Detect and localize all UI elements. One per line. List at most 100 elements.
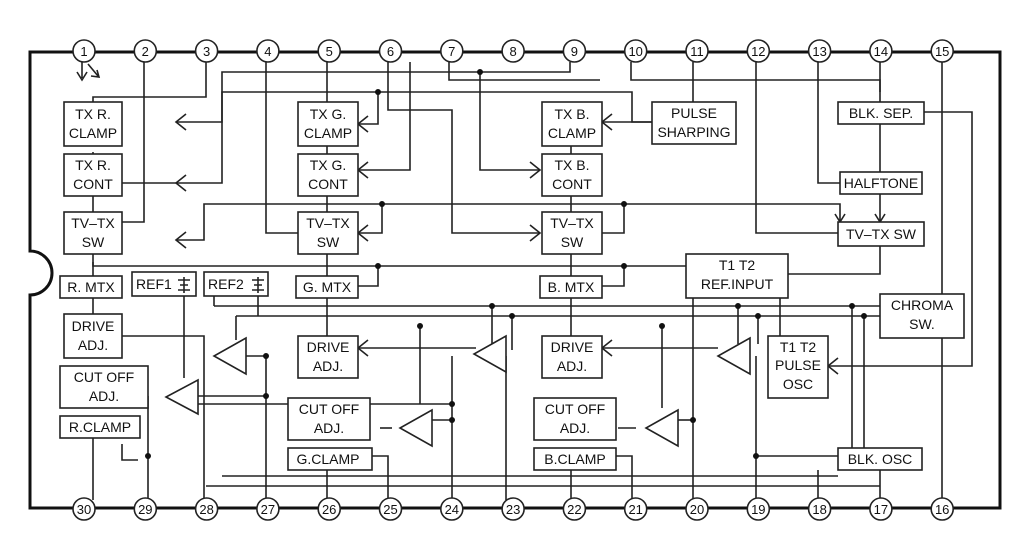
tx-r-clamp-block: TX R. CLAMP	[63, 101, 123, 147]
amp-r-cutoff	[164, 378, 199, 416]
svg-text:SW: SW	[82, 234, 105, 250]
svg-text:CLAMP: CLAMP	[548, 125, 596, 141]
svg-text:G. MTX: G. MTX	[303, 279, 352, 295]
cut-off-adj-b-block: CUT OFF ADJ.	[533, 397, 617, 441]
svg-text:HALFTONE: HALFTONE	[844, 175, 918, 191]
svg-text:TV–TX: TV–TX	[306, 215, 350, 231]
pin-circle	[807, 497, 832, 521]
arrow-right-icon	[529, 161, 542, 179]
pin-number: 14	[874, 44, 888, 59]
svg-text:B.CLAMP: B.CLAMP	[544, 451, 605, 467]
amp-b-cutoff	[644, 408, 679, 448]
pin-circle	[746, 39, 771, 63]
pin-circle	[133, 39, 158, 63]
pin-number: 30	[77, 502, 91, 517]
blocks: TX R. CLAMP TX R. CONT TV–TX SW R. MTX D…	[59, 101, 965, 471]
pin-number: 23	[506, 502, 520, 517]
bottom-pin-29: 29	[133, 497, 158, 521]
pulse-sharping-block: PULSE SHARPING	[651, 101, 737, 145]
pin-circle	[439, 497, 464, 521]
pin-circle	[562, 39, 587, 63]
top-pin-1: 1	[72, 39, 96, 63]
pin-circle	[501, 39, 525, 63]
top-pin-12: 12	[746, 39, 771, 63]
ref1-block: REF1	[131, 271, 197, 297]
b-mtx-block: B. MTX	[539, 275, 603, 299]
svg-text:ADJ.: ADJ.	[78, 337, 108, 353]
svg-text:TV–TX SW: TV–TX SW	[846, 226, 917, 242]
bottom-pin-23: 23	[501, 497, 525, 521]
top-pin-13: 13	[807, 39, 832, 63]
bottom-pin-28: 28	[194, 497, 219, 521]
pin-circle	[685, 39, 709, 63]
cut-off-adj-g-block: CUT OFF ADJ.	[287, 397, 371, 441]
pin-circle	[501, 497, 525, 521]
pin-number: 3	[203, 44, 210, 59]
pin-number: 17	[874, 502, 888, 517]
top-pin-11: 11	[685, 39, 709, 63]
bottom-pin-27: 27	[256, 497, 280, 521]
tx-b-cont-block: TX B. CONT	[541, 153, 603, 197]
pin-circle	[194, 497, 219, 521]
junction-dots	[145, 69, 867, 459]
pin-circle	[72, 497, 96, 521]
pin-number: 20	[690, 502, 704, 517]
svg-text:ADJ.: ADJ.	[560, 420, 590, 436]
drive-adj-g-block: DRIVE ADJ.	[297, 335, 359, 379]
pin-number: 7	[448, 44, 455, 59]
pin-number: 4	[264, 44, 271, 59]
svg-text:TX R.: TX R.	[75, 106, 111, 122]
drive-adj-b-block: DRIVE ADJ.	[541, 335, 603, 379]
svg-text:SW.: SW.	[909, 316, 935, 332]
svg-text:CHROMA: CHROMA	[891, 297, 954, 313]
pin-number: 9	[571, 44, 578, 59]
svg-text:OSC: OSC	[783, 376, 813, 392]
svg-text:BLK. SEP.: BLK. SEP.	[849, 105, 913, 121]
pin-circle	[623, 497, 648, 521]
top-pin-4: 4	[256, 39, 280, 63]
bottom-pin-26: 26	[317, 497, 342, 521]
bottom-pin-20: 20	[685, 497, 709, 521]
b-clamp-block: B.CLAMP	[533, 447, 617, 471]
signal-arrowheads	[174, 113, 886, 375]
svg-text:CUT OFF: CUT OFF	[74, 369, 134, 385]
halftone-block: HALFTONE	[839, 171, 923, 195]
pin-circle	[869, 497, 893, 521]
pin-number: 8	[509, 44, 516, 59]
top-pin-5: 5	[317, 39, 342, 63]
tx-b-clamp-block: TX B. CLAMP	[541, 101, 603, 147]
bottom-pin-22: 22	[562, 497, 587, 521]
pin-number: 10	[628, 44, 642, 59]
svg-text:ADJ.: ADJ.	[89, 388, 119, 404]
svg-text:REF.INPUT: REF.INPUT	[701, 276, 774, 292]
bottom-pin-24: 24	[439, 497, 464, 521]
top-pin-3: 3	[194, 39, 219, 63]
arrow-left-icon	[174, 231, 187, 249]
svg-text:R.CLAMP: R.CLAMP	[69, 419, 131, 435]
pin-number: 1	[80, 44, 87, 59]
pin-circle	[72, 39, 96, 63]
pin-circle	[930, 497, 955, 521]
blk-sep-block: BLK. SEP.	[837, 101, 925, 125]
arrow-left-icon	[174, 174, 187, 192]
pin-circle	[317, 497, 342, 521]
svg-text:CLAMP: CLAMP	[304, 125, 352, 141]
top-pin-15: 15	[930, 39, 955, 63]
svg-text:ADJ.: ADJ.	[557, 358, 587, 374]
svg-text:TV–TX: TV–TX	[71, 215, 115, 231]
pin-number: 19	[751, 502, 765, 517]
svg-text:CONT: CONT	[73, 176, 113, 192]
svg-text:SHARPING: SHARPING	[657, 124, 730, 140]
pin-circle	[378, 39, 403, 63]
svg-text:R. MTX: R. MTX	[67, 279, 115, 295]
tv-tx-sw-r-block: TV–TX SW	[63, 211, 123, 255]
svg-text:REF1: REF1	[136, 276, 172, 292]
top-pin-10: 10	[623, 39, 648, 63]
pin-circle	[746, 497, 771, 521]
pin-circle	[807, 39, 832, 63]
pin-number: 11	[690, 44, 704, 59]
pin-circle	[256, 39, 280, 63]
tv-tx-sw-b-block: TV–TX SW	[541, 211, 603, 255]
